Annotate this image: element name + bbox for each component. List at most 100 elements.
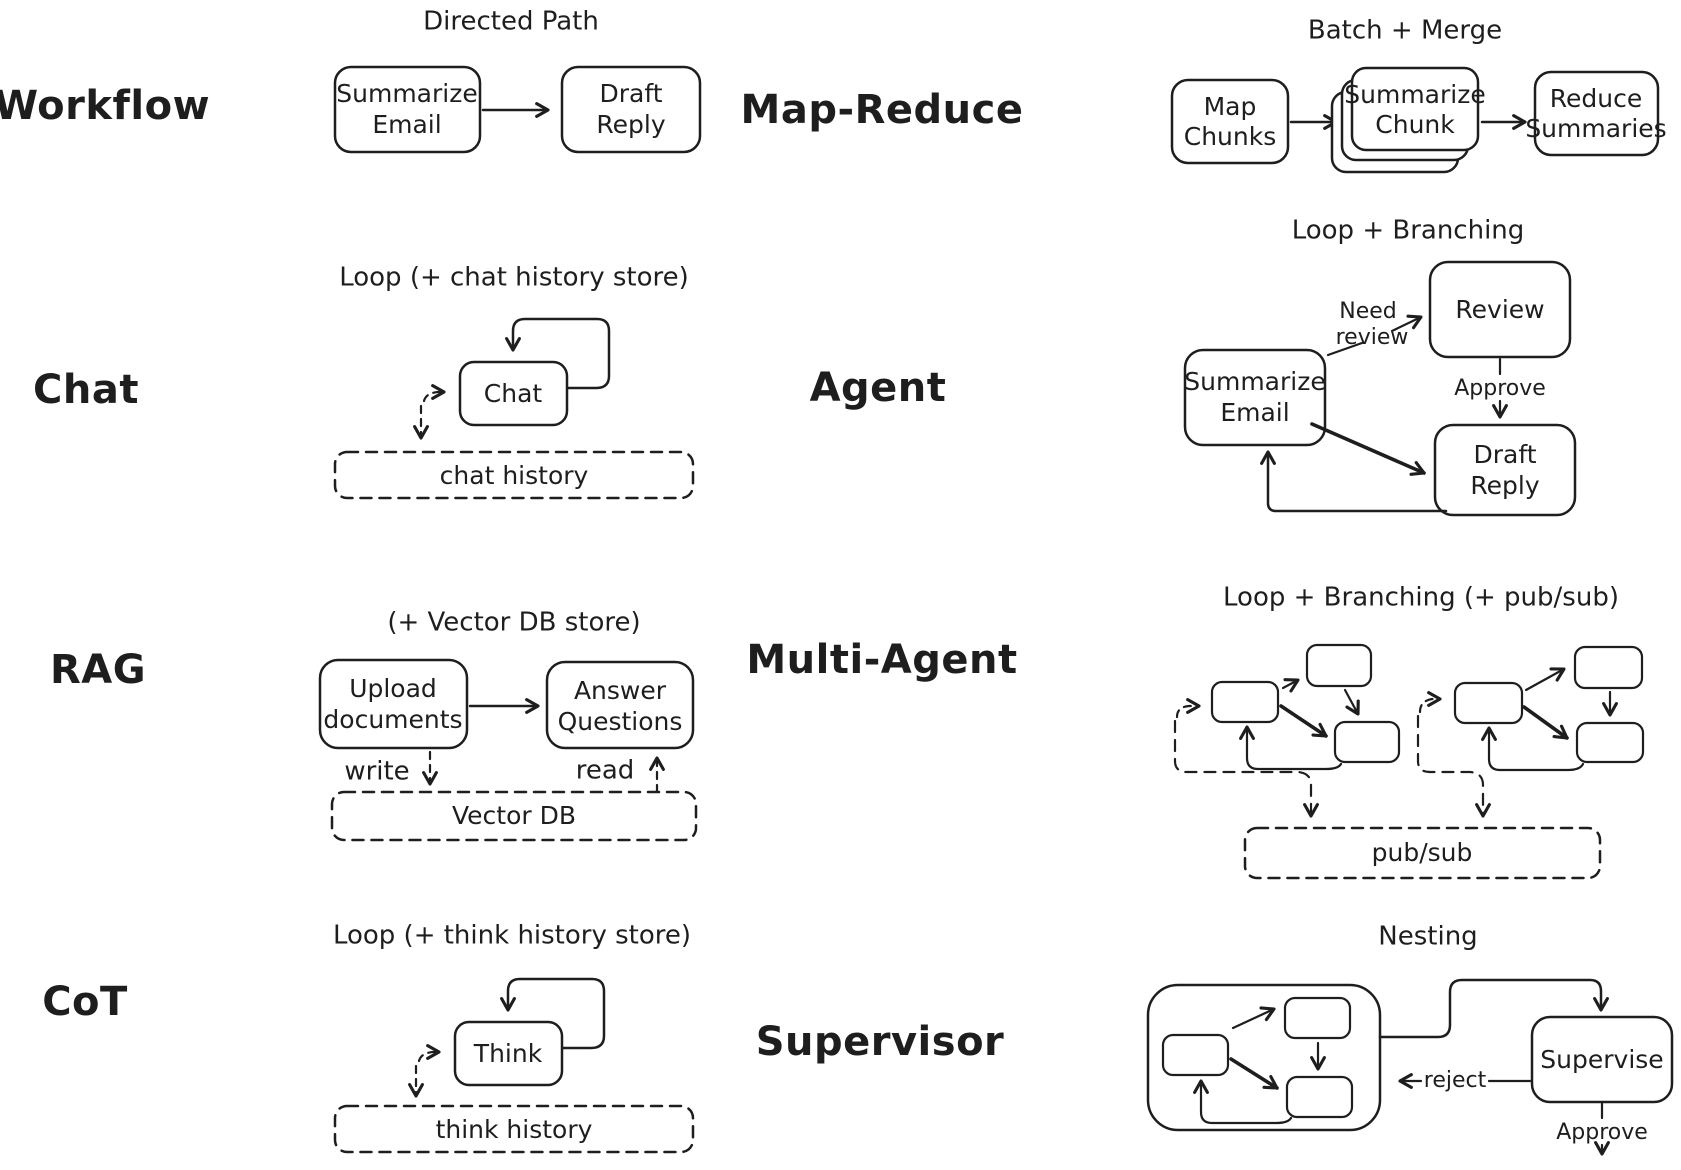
arrow-container-to-supervise [1378, 978, 1609, 1039]
node-label: chat history [440, 461, 589, 490]
section-supervisor: Supervisor Nesting Supervise reject Appr… [756, 922, 1674, 1156]
node-label: Reduce [1550, 84, 1642, 113]
edge-label-approve: Approve [1454, 376, 1546, 401]
node-label: Answer [574, 676, 667, 705]
edge-label-write: write [344, 757, 409, 787]
node-label: Email [372, 110, 441, 139]
arrow-history-to-think [417, 1044, 441, 1063]
node-label: Chunk [1375, 110, 1455, 139]
section-rag: RAG (+ Vector DB store) Upload documents… [50, 608, 698, 842]
section-label: Supervisor [756, 1019, 1005, 1065]
node-label: Questions [558, 707, 683, 736]
pattern-title: Loop + Branching [1292, 216, 1525, 246]
node-think [453, 1020, 564, 1087]
node-vector-db [330, 790, 698, 842]
arrow-self-loop [505, 317, 611, 390]
cluster2-node-left [1453, 681, 1524, 725]
cluster2-arrow-pubsub-in [1418, 691, 1442, 714]
node-label: documents [323, 705, 462, 734]
cluster2-node-bottom [1575, 721, 1645, 764]
pattern-title: Directed Path [423, 7, 599, 37]
section-workflow: Workflow Directed Path Summarize Email D… [0, 7, 702, 154]
cluster1-node-top [1305, 643, 1373, 688]
node-label: pub/sub [1372, 838, 1473, 867]
node-map-chunks [1170, 78, 1290, 165]
node-summarize-chunk [1350, 66, 1480, 152]
pattern-title: Loop (+ chat history store) [339, 263, 689, 293]
node-label: think history [436, 1115, 593, 1144]
nested-arrow-left-to-top [1231, 1006, 1276, 1030]
cluster1-arrow-left-to-top [1281, 678, 1300, 693]
cluster1-arrow-to-pubsub [1173, 719, 1319, 818]
node-label: Summarize [1184, 367, 1325, 396]
arrow-summarize-to-draft [1310, 422, 1426, 476]
section-map-reduce: Map-Reduce Batch + Merge Map Chunks Summ… [741, 16, 1667, 174]
edge-label-read: read [576, 756, 635, 786]
section-label: Workflow [0, 83, 210, 129]
arrow-need-review [1390, 314, 1423, 333]
node-label: Vector DB [452, 801, 576, 830]
node-upload-documents [318, 658, 469, 750]
node-draft-reply [560, 65, 702, 154]
cluster2-arrow-loop [1481, 726, 1585, 772]
node-think-history [333, 1104, 695, 1154]
node-label: Think [473, 1039, 543, 1068]
cluster1-arrow-loop [1239, 725, 1343, 771]
cluster1-arrow-pubsub-in [1175, 698, 1201, 719]
node-label: Reply [1470, 471, 1539, 500]
node-label: Reply [596, 110, 665, 139]
node-reduce-summaries [1533, 70, 1660, 157]
section-label: RAG [50, 647, 146, 693]
node-draft-reply [1433, 423, 1577, 517]
node-summarize-email [333, 65, 482, 154]
node-label: Map [1204, 92, 1257, 121]
arrow-history-to-chat [422, 384, 446, 403]
edge-label-approve: Approve [1556, 1120, 1648, 1145]
nested-arrow-loop [1193, 1079, 1293, 1125]
node-label: Summarize [1344, 80, 1485, 109]
section-agent: Agent Loop + Branching Review Summarize … [810, 216, 1577, 517]
section-label: Agent [810, 365, 947, 411]
arrow-self-loop [500, 977, 606, 1050]
cluster1-node-left [1210, 680, 1280, 724]
node-label: Draft [599, 79, 662, 108]
nested-node-bottom [1285, 1075, 1354, 1119]
section-label: CoT [42, 979, 128, 1025]
cluster1-arrow-left-to-bottom [1279, 704, 1328, 738]
nested-arrow-left-to-bottom [1229, 1057, 1279, 1090]
node-chat [458, 360, 569, 427]
pattern-title: Batch + Merge [1308, 16, 1502, 46]
section-label: Map-Reduce [741, 87, 1024, 133]
cluster2-arrow-left-to-bottom [1522, 705, 1569, 740]
node-review [1428, 260, 1572, 359]
cluster1-arrow-top-to-bottom [1343, 688, 1360, 716]
pattern-title: Loop + Branching (+ pub/sub) [1223, 583, 1619, 613]
node-answer-questions [545, 660, 695, 750]
node-label: Chunks [1184, 122, 1277, 151]
cluster1-node-bottom [1333, 720, 1401, 764]
cluster2-node-top [1573, 645, 1644, 690]
node-label: Draft [1473, 440, 1536, 469]
edge-need-review-tick [1326, 341, 1364, 357]
pattern-title: Loop (+ think history store) [333, 921, 691, 951]
nested-node-left [1161, 1033, 1230, 1077]
section-cot: CoT Loop (+ think history store) Think t… [42, 921, 695, 1154]
section-chat: Chat Loop (+ chat history store) Chat ch… [33, 263, 695, 500]
pattern-title: (+ Vector DB store) [387, 608, 640, 638]
node-label: Summarize [336, 79, 477, 108]
node-label: Chat [484, 379, 543, 408]
cluster2-arrow-to-pubsub [1416, 714, 1491, 818]
pattern-title: Nesting [1378, 922, 1477, 952]
node-label: Email [1220, 398, 1289, 427]
section-label: Chat [33, 367, 139, 413]
node-summarize-email [1183, 348, 1327, 447]
node-chat-history [333, 450, 695, 500]
edge-label-need-review: Need [1339, 299, 1397, 324]
cluster2-arrow-left-to-top [1524, 667, 1566, 692]
node-pub-sub [1243, 826, 1602, 880]
arrow-draft-to-summarize [1260, 450, 1448, 513]
section-multi-agent: Multi-Agent Loop + Branching (+ pub/sub)… [746, 583, 1645, 880]
node-label: Supervise [1540, 1045, 1663, 1074]
